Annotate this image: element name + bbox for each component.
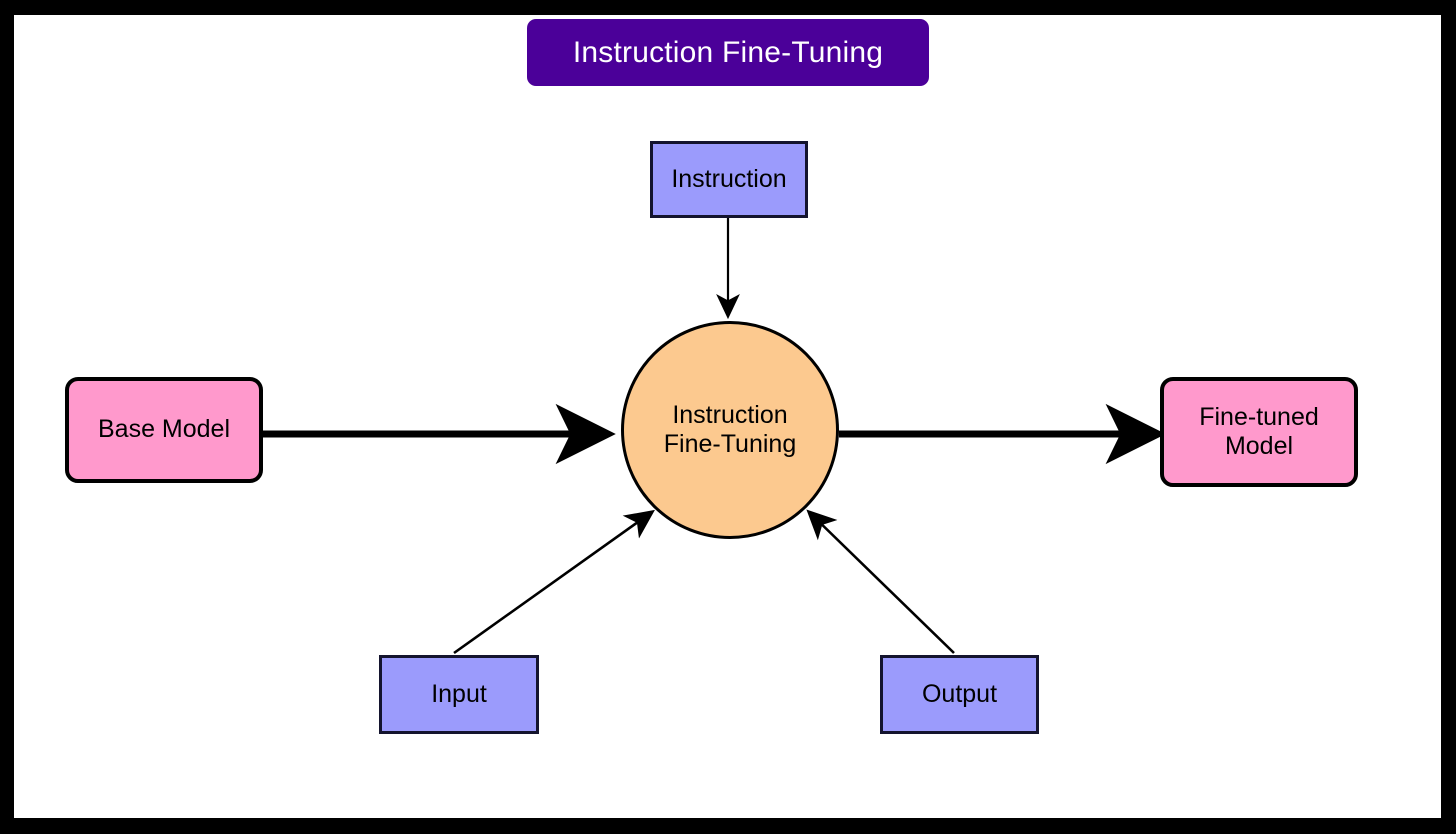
node-output[interactable]: Output [880, 655, 1039, 734]
diagram-title-text: Instruction Fine-Tuning [572, 35, 884, 69]
node-instruction-fine-tuning-process[interactable]: Instruction Fine-Tuning [621, 321, 839, 539]
edge-output-to-process [806, 509, 955, 654]
node-input[interactable]: Input [379, 655, 539, 734]
diagram-title-banner: Instruction Fine-Tuning [527, 19, 929, 86]
node-base-model-label: Base Model [97, 415, 231, 444]
node-output-label: Output [921, 679, 998, 708]
node-finetuned-model-label-line2: Model [1224, 432, 1294, 460]
node-process-label-line1: Instruction [672, 400, 788, 429]
node-finetuned-model[interactable]: Fine-tuned Model [1160, 377, 1358, 487]
node-finetuned-model-label-line1: Fine-tuned [1199, 402, 1319, 431]
node-base-model[interactable]: Base Model [65, 377, 263, 483]
diagram-canvas: Instruction Fine-Tuning Instruction Base… [14, 15, 1441, 818]
node-input-label: Input [431, 679, 487, 708]
node-instruction-label: Instruction [671, 164, 787, 193]
node-process-label-line2: Fine-Tuning [663, 430, 797, 458]
node-instruction[interactable]: Instruction [650, 141, 808, 218]
edge-input-to-process [453, 509, 655, 655]
